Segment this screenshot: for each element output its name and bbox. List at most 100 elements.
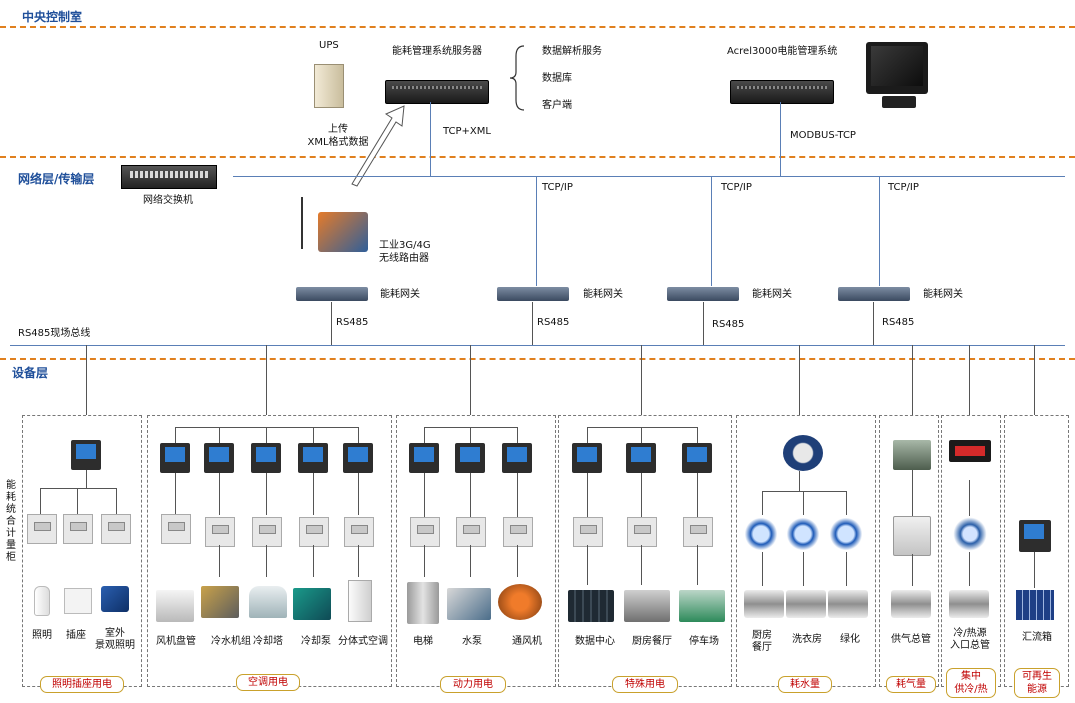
split-ac-icon [348, 580, 372, 622]
link-line [803, 552, 804, 586]
power-meter-icon [251, 443, 281, 473]
power-meter-icon [160, 443, 190, 473]
antenna-icon [301, 197, 303, 249]
power-meter-icon [298, 443, 328, 473]
pipe-icon [828, 590, 868, 618]
link-line [219, 427, 220, 443]
device-label: 汇流箱 [1022, 632, 1052, 643]
power-meter-icon [409, 443, 439, 473]
device-label: 分体式空调 [338, 636, 388, 647]
link-line [116, 488, 117, 514]
pipe-icon [949, 590, 989, 618]
device-label: 数据中心 [575, 636, 615, 647]
gateway-icon [497, 287, 569, 301]
link-line [86, 470, 87, 488]
tcpip-label: TCP/IP [888, 182, 919, 193]
data-center-icon [568, 590, 614, 622]
link-line [86, 345, 87, 435]
floodlight-icon [101, 586, 129, 612]
link-line [697, 545, 698, 585]
link-line [1034, 552, 1035, 588]
category-badge: 照明插座用电 [40, 676, 124, 693]
link-line [703, 302, 704, 346]
din-meter-icon [205, 517, 235, 547]
pump-icon [293, 588, 331, 620]
device-label: 供气总管 [891, 634, 931, 645]
link-line [424, 427, 425, 443]
link-line [641, 473, 642, 517]
link-line [969, 345, 970, 435]
water-meter-icon [784, 516, 822, 552]
device-label: 风机盘管 [156, 636, 196, 647]
layer-separator [0, 156, 1075, 158]
device-label: 照明 [32, 630, 52, 641]
cooling-tower-icon [249, 586, 287, 618]
category-badge: 耗气量 [886, 676, 936, 693]
category-badge: 耗水量 [778, 676, 832, 693]
din-meter-icon [627, 517, 657, 547]
network-switch-icon [121, 165, 217, 189]
link-line [846, 491, 847, 515]
link-line [762, 491, 763, 515]
rs485-bus-label: RS485现场总线 [18, 328, 91, 339]
layer-title-center: 中央控制室 [22, 10, 83, 24]
category-badge: 特殊用电 [612, 676, 678, 693]
ups-label: UPS [319, 40, 339, 51]
link-line [331, 302, 332, 346]
kitchen-icon [624, 590, 670, 622]
link-line [358, 427, 359, 443]
link-line [697, 473, 698, 517]
link-line [846, 552, 847, 586]
water-meter-icon [827, 516, 865, 552]
link-line [879, 176, 880, 286]
heat-meter-screen [955, 446, 985, 456]
lamp-icon [34, 586, 50, 616]
tcp-xml-label: TCP+XML [443, 126, 491, 137]
water-meter-main-icon [783, 435, 823, 471]
link-line [587, 427, 588, 443]
link-line [587, 427, 697, 428]
gateway-label: 能耗网关 [923, 289, 963, 300]
rs485-label: RS485 [712, 319, 745, 330]
cabinet-label: 能耗统合计量柜 [6, 480, 16, 563]
din-meter-icon [503, 517, 533, 547]
pipe-icon [891, 590, 931, 618]
link-line [762, 491, 846, 492]
link-line [799, 471, 800, 491]
link-line [77, 488, 78, 514]
power-meter-icon [572, 443, 602, 473]
power-meter-icon [502, 443, 532, 473]
link-line [912, 554, 913, 586]
layer-title-device: 设备层 [12, 366, 49, 380]
ethernet-bus [233, 176, 1065, 177]
link-line [175, 473, 176, 515]
link-line [912, 470, 913, 516]
link-line [536, 176, 537, 286]
switch-label: 网络交换机 [143, 195, 193, 206]
link-line [912, 345, 913, 435]
link-line [641, 345, 642, 427]
ups-icon [314, 64, 344, 108]
server-icon [385, 80, 489, 104]
upload-label: XML格式数据 [307, 137, 369, 148]
category-badge: 空调用电 [236, 674, 300, 691]
rs485-bus [10, 345, 1065, 346]
link-line [40, 488, 41, 514]
device-label: 插座 [66, 630, 86, 641]
device-label: 停车场 [689, 636, 719, 647]
din-meter-icon [299, 517, 329, 547]
power-meter-icon [1019, 520, 1051, 552]
brace-icon [509, 45, 525, 111]
gateway-icon [667, 287, 739, 301]
water-meter-icon [742, 516, 780, 552]
link-line [517, 427, 518, 443]
link-line [470, 545, 471, 577]
router-label: 工业3G/4G [379, 240, 431, 251]
device-label: 冷却泵 [301, 636, 331, 647]
layer-separator [0, 358, 1075, 360]
gateway-icon [296, 287, 368, 301]
link-line [780, 102, 781, 176]
link-line [175, 427, 176, 443]
socket-icon [64, 588, 92, 614]
elevator-icon [407, 582, 439, 624]
